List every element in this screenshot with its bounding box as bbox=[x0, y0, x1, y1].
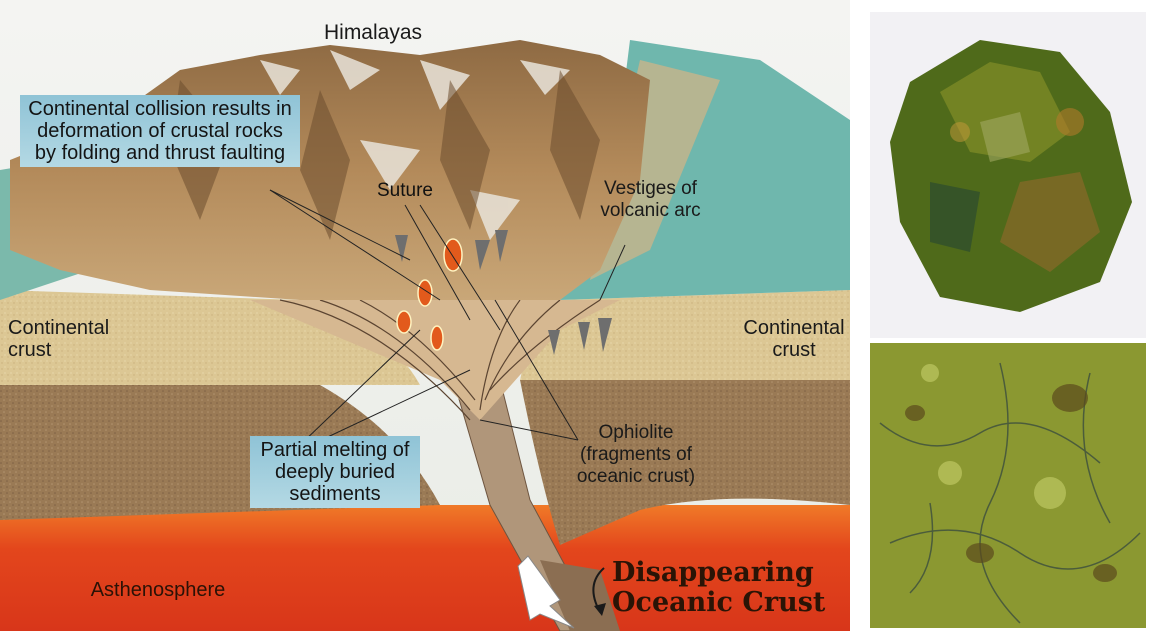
label-himalayas: Himalayas bbox=[318, 22, 428, 44]
label-disappearing-oceanic-crust: Disappearing Oceanic Crust bbox=[612, 558, 847, 618]
label-asthenosphere: Asthenosphere bbox=[88, 579, 228, 601]
label-ophiolite: Ophiolite (fragments of oceanic crust) bbox=[566, 422, 706, 488]
ophiolite-rock-photo bbox=[870, 12, 1146, 338]
label-continental-crust-right: Continental crust bbox=[742, 317, 846, 361]
ophiolite-closeup-photo bbox=[870, 343, 1146, 628]
label-vestiges-volcanic-arc: Vestiges of volcanic arc bbox=[598, 178, 703, 222]
label-suture: Suture bbox=[370, 180, 440, 202]
label-partial-melting: Partial melting of deeply buried sedimen… bbox=[250, 436, 420, 508]
label-continental-collision: Continental collision results in deforma… bbox=[20, 95, 300, 167]
label-continental-crust-left: Continental crust bbox=[8, 317, 108, 361]
